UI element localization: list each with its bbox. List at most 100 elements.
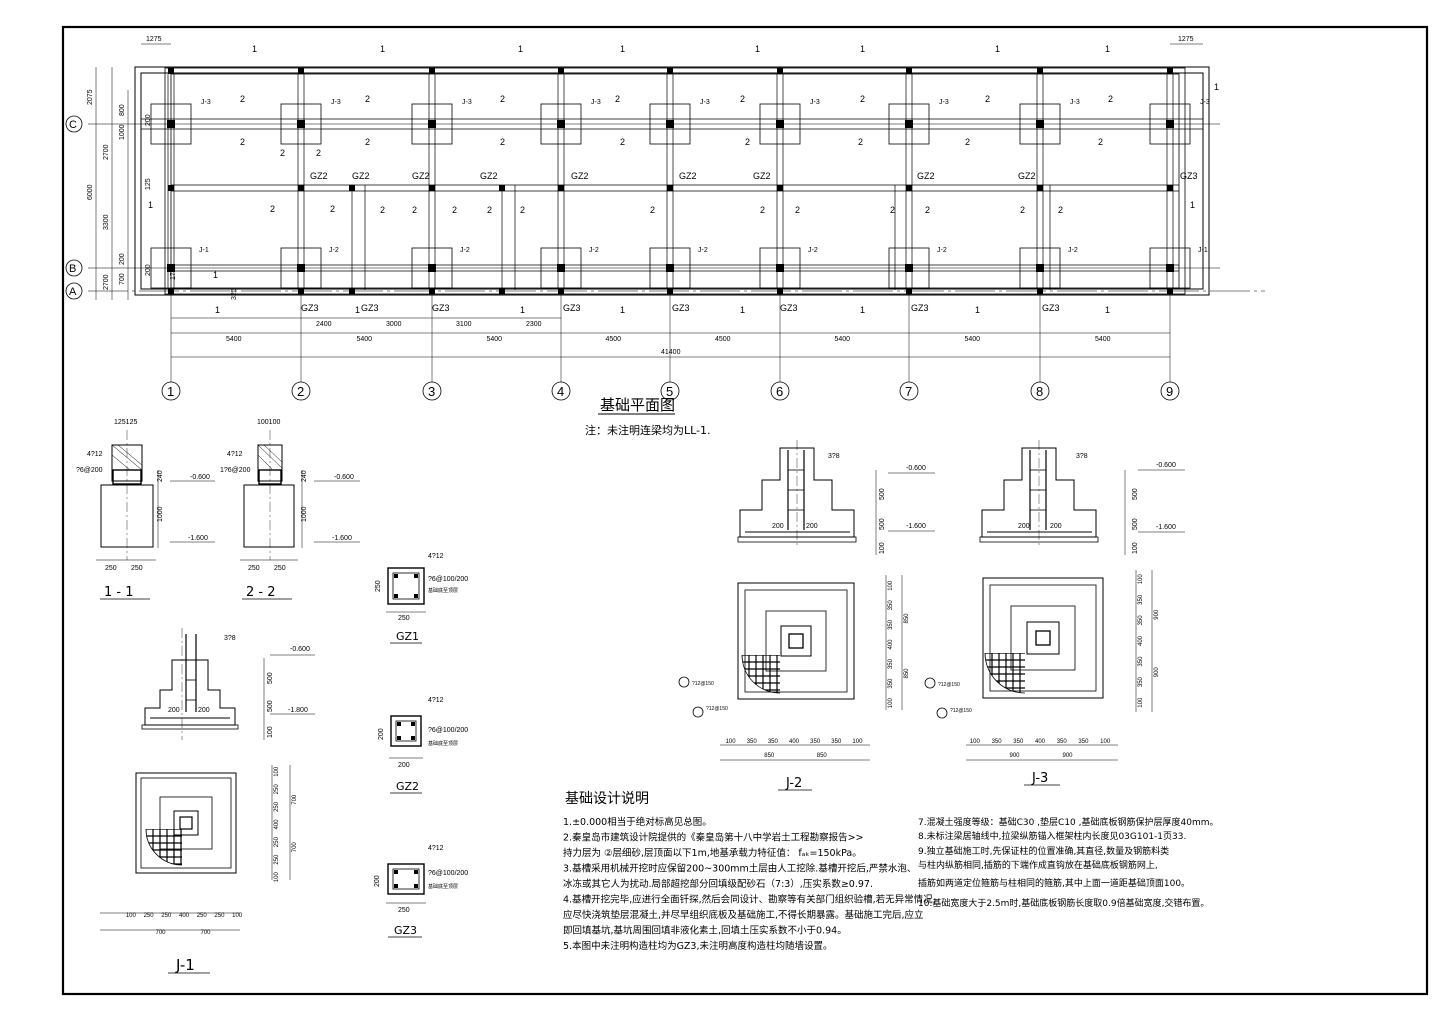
footing-pad xyxy=(150,103,192,145)
footing-dim: 100 xyxy=(726,739,737,745)
footing-dim: 700 xyxy=(292,842,298,853)
section-mark-1: 1 xyxy=(520,305,525,315)
footing-label: J-1 xyxy=(199,247,209,254)
section-mark-2: 2 xyxy=(615,94,620,104)
column-edge xyxy=(1037,68,1043,74)
section-mark-2: 2 xyxy=(1058,205,1063,215)
section-mark-2: 2 xyxy=(740,94,745,104)
edge-dim: 1275 xyxy=(1178,36,1194,43)
footing-label: J-2 xyxy=(460,247,470,254)
gz-label: GZ3 xyxy=(563,303,581,313)
s22-d2: 1000 xyxy=(301,506,308,522)
section-mark-1: 1 xyxy=(1214,82,1219,92)
footing-label: J-1 xyxy=(1198,247,1208,254)
note-line: 2.秦皇岛市建筑设计院提供的《秦皇岛第十八中学岩土工程勘察报告>> xyxy=(563,832,864,844)
footing-dim: 100 xyxy=(274,872,280,883)
axis-label: 6 xyxy=(776,384,783,399)
gz1-r1: 4?12 xyxy=(428,553,444,560)
column-mid xyxy=(558,185,564,191)
axis-label: 8 xyxy=(1036,384,1043,399)
left-dim: 200 xyxy=(145,264,152,276)
column-edge xyxy=(777,68,783,74)
column-edge xyxy=(906,68,912,74)
column-c xyxy=(666,120,674,128)
section-mark-2: 2 xyxy=(500,94,505,104)
gz-label: GZ3 xyxy=(672,303,690,313)
s11-e2: -1.600 xyxy=(188,535,208,542)
footing-dim: 400 xyxy=(179,913,190,919)
j1-d2: 100 xyxy=(267,726,274,738)
left-dim: 200 xyxy=(145,114,152,126)
column-c xyxy=(297,120,305,128)
axis-label: 2 xyxy=(297,384,304,399)
s11-w1: 250 xyxy=(105,565,117,572)
section-mark-1: 1 xyxy=(1105,44,1110,54)
s11-rebar1: 4?12 xyxy=(87,451,103,458)
section-mark-1: 1 xyxy=(860,305,865,315)
s11-title: 1 - 1 xyxy=(104,585,134,600)
gz1-title: GZ1 xyxy=(396,630,419,643)
gz-label: GZ2 xyxy=(571,171,589,181)
footing-dim: 350 xyxy=(1057,739,1068,745)
gz2-w: 200 xyxy=(398,762,410,769)
column-c xyxy=(1166,120,1174,128)
footing-pad xyxy=(280,103,322,145)
section-mark-1: 1 xyxy=(1105,305,1110,315)
axis-bubble xyxy=(660,381,680,401)
footing-dim: 100 xyxy=(1138,574,1144,585)
gz2-title: GZ2 xyxy=(396,780,419,793)
footing-dim: 350 xyxy=(1078,739,1089,745)
note-line: 1.±0.000相当于绝对标高见总图。 xyxy=(563,816,712,828)
column-b xyxy=(167,264,175,272)
axis-bubble xyxy=(1030,381,1050,401)
gz-label: GZ2 xyxy=(412,171,430,181)
j2-w1: 200 xyxy=(806,523,818,530)
gz3-w: 250 xyxy=(398,907,410,914)
j3-d1: 500 xyxy=(1132,518,1139,530)
footing-dim: 100 xyxy=(1138,697,1144,708)
gz1-h: 250 xyxy=(375,580,382,592)
footing-label: J-3 xyxy=(331,99,341,106)
s11-w2: 250 xyxy=(131,565,143,572)
axis-bubble xyxy=(65,282,83,300)
bay-dim: 4500 xyxy=(715,336,731,343)
footing-dim: 700 xyxy=(156,930,167,936)
footing-dim: 350 xyxy=(747,739,758,745)
section-mark-2: 2 xyxy=(240,94,245,104)
gz2-r2: ?6@100/200 xyxy=(428,727,468,734)
s22-top-dim: 100100 xyxy=(257,419,280,426)
axis-bubble xyxy=(551,381,571,401)
axis-label: 9 xyxy=(1166,384,1173,399)
note-line: 5.本图中未注明构造柱均为GZ3,未注明高度构造柱均随墙设置。 xyxy=(563,940,833,952)
j3-stirrup: 3?8 xyxy=(1076,453,1088,460)
section-mark-2: 2 xyxy=(745,137,750,147)
j3-title: J-3 xyxy=(1031,771,1048,786)
column-b xyxy=(428,264,436,272)
section-1-1: 125125 4?12 ?6@200 240 1000 -0.600 -1.60… xyxy=(76,419,215,600)
footing-dim: 100 xyxy=(888,580,894,591)
column-mid xyxy=(1037,185,1043,191)
footing-dim: 350 xyxy=(831,739,842,745)
footing-dim: 250 xyxy=(161,913,172,919)
gz1-r3: 基础底至顶层 xyxy=(428,587,458,594)
sub-dim: 2400 xyxy=(316,321,332,328)
footing-label: J-3 xyxy=(462,99,472,106)
gz-label: GZ2 xyxy=(480,171,498,181)
left-dim: 200 xyxy=(119,253,126,265)
footing-dim: 850 xyxy=(904,613,910,624)
section-mark-1: 1 xyxy=(995,44,1000,54)
footing-label: J-2 xyxy=(589,247,599,254)
j1-e1: -0.600 xyxy=(290,646,310,653)
gz2-r1: 4?12 xyxy=(428,697,444,704)
column-c xyxy=(776,120,784,128)
axis-bubble xyxy=(65,259,83,277)
j1-d1: 500 xyxy=(267,700,274,712)
j1-d0: 500 xyxy=(267,672,274,684)
j2-r2: ?12@150 xyxy=(706,706,728,712)
sub-dim: 3100 xyxy=(456,321,472,328)
gz-label: GZ3 xyxy=(301,303,319,313)
gz-label: GZ2 xyxy=(679,171,697,181)
footing-dim: 350 xyxy=(1138,594,1144,605)
footing-dim: 100 xyxy=(888,698,894,709)
footing-label: J-3 xyxy=(201,99,211,106)
